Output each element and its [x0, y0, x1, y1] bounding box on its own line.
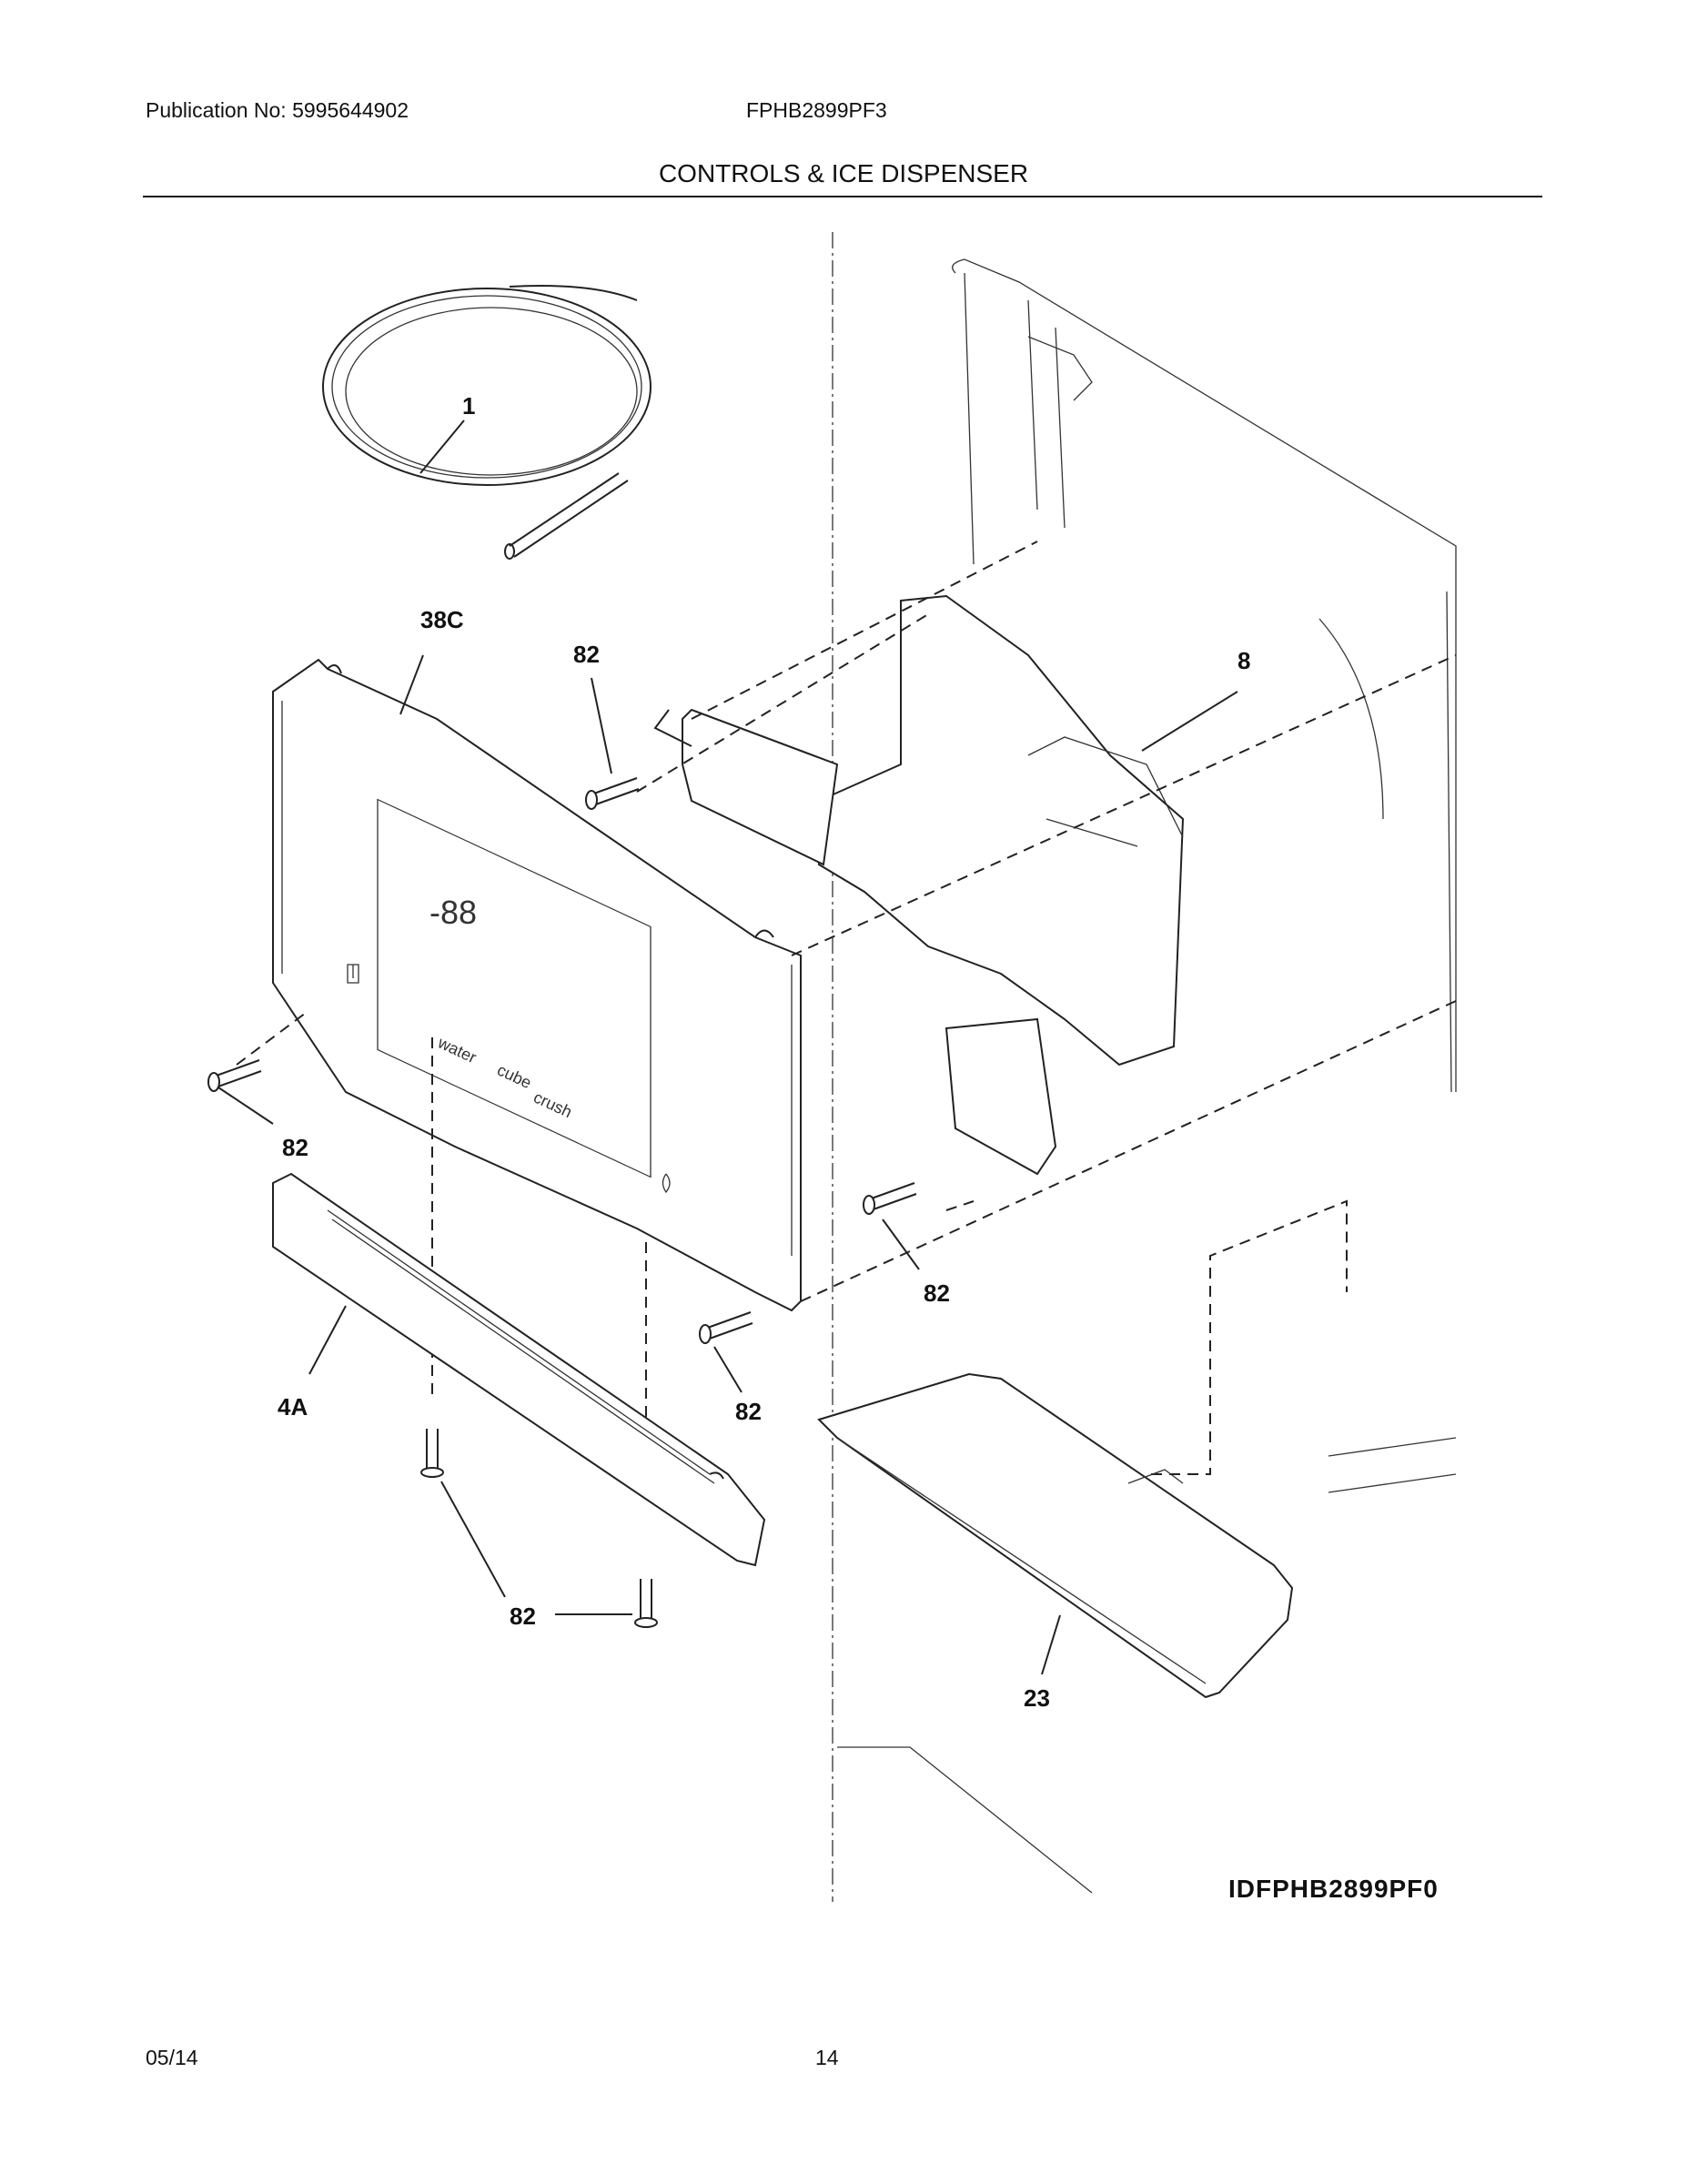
callout-82-bottom-center: 82: [735, 1398, 762, 1425]
leader-1: [419, 420, 465, 474]
footer-date: 05/14: [146, 2046, 198, 2069]
screw-left: [207, 1059, 262, 1092]
callout-8: 8: [1237, 647, 1250, 674]
leader-8: [1141, 691, 1238, 752]
leader-23: [1041, 1614, 1061, 1675]
screw-bottom-right: [634, 1579, 658, 1628]
leader-38c: [399, 654, 424, 715]
drip-tray: [817, 1372, 1294, 1699]
dispenser-trim: [272, 1172, 766, 1567]
page-number: 14: [815, 2046, 839, 2069]
water-tubing: [322, 285, 652, 560]
leader-82-bottom-a: [440, 1481, 506, 1598]
header-rule: [143, 196, 1542, 197]
leader-82-upper: [591, 677, 612, 774]
leader-82-left: [217, 1087, 274, 1125]
diagram-id: IDFPHB2899PF0: [1228, 1875, 1439, 1903]
callout-82-bottom: 82: [510, 1603, 536, 1630]
callout-82-right: 82: [924, 1279, 950, 1307]
screw-upper: [585, 777, 640, 810]
model-number: FPHB2899PF3: [746, 98, 887, 122]
leader-4a: [308, 1305, 347, 1375]
display-digits: -88: [429, 894, 477, 931]
control-panel: -88 water cube crush: [272, 658, 802, 1312]
callout-4a: 4A: [278, 1393, 308, 1421]
callout-23: 23: [1024, 1684, 1050, 1712]
callout-82-left: 82: [282, 1134, 308, 1161]
callout-1: 1: [462, 392, 475, 420]
water-drop-icon: [662, 1173, 671, 1194]
section-title: CONTROLS & ICE DISPENSER: [658, 159, 1029, 187]
callout-82-upper: 82: [573, 641, 600, 668]
publication-number: Publication No: 5995644902: [146, 98, 409, 122]
screw-bottom-center: [699, 1311, 753, 1344]
cabinet-outline: [832, 232, 1457, 1902]
screw-bottom-left: [420, 1429, 444, 1478]
screw-right: [863, 1182, 917, 1215]
lock-icon: [347, 964, 359, 984]
callout-38c: 38C: [420, 606, 464, 633]
leader-82-right: [882, 1218, 920, 1270]
leader-82-bottom-center: [713, 1346, 742, 1393]
dispenser-housing: [653, 594, 1185, 1176]
assembly-lines: [236, 541, 1457, 1492]
